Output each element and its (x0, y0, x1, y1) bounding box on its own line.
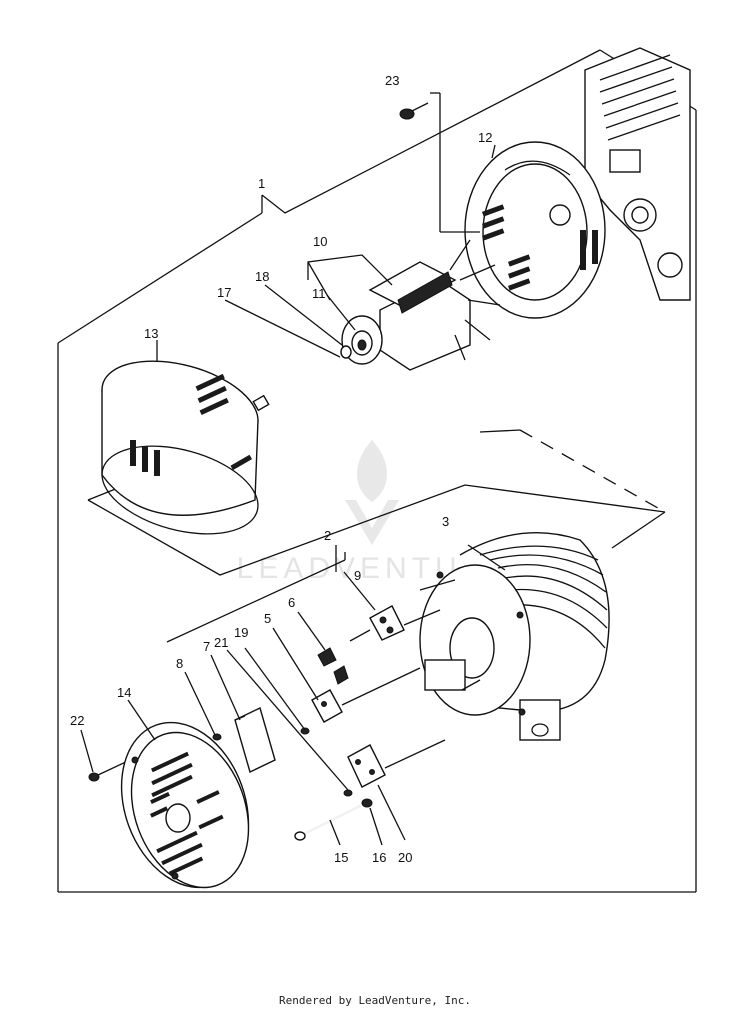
callout-18: 18 (255, 269, 269, 284)
callout-11: 11 (312, 286, 326, 301)
assembly-outline (57, 49, 697, 893)
callout-2: 2 (324, 528, 331, 543)
bolt-nut (361, 798, 373, 808)
watermark-flame-icon (357, 440, 387, 502)
rotor-assembly (341, 239, 501, 371)
stator-housing (419, 532, 610, 741)
control-box (234, 707, 276, 773)
callout-19: 19 (234, 625, 248, 640)
callout-3: 3 (442, 514, 449, 529)
engine-block (584, 47, 691, 301)
rectifier-block (349, 605, 441, 642)
callout-20: 20 (398, 850, 412, 865)
callout-23: 23 (385, 73, 399, 88)
through-bolt (252, 359, 341, 412)
callout-6: 6 (288, 595, 295, 610)
fan-housing (464, 141, 606, 319)
cover-band (101, 360, 259, 535)
callout-5: 5 (264, 611, 271, 626)
top-screw (399, 102, 429, 120)
callout-16: 16 (372, 850, 386, 865)
brush-holder (317, 647, 349, 685)
long-screw (294, 805, 361, 841)
terminal-block (311, 667, 421, 723)
callout-10: 10 (313, 234, 327, 249)
callout-22: 22 (70, 713, 84, 728)
callout-9: 9 (354, 568, 361, 583)
callout-8: 8 (176, 656, 183, 671)
washer (340, 345, 352, 359)
leader-lines (80, 144, 506, 846)
callout-14: 14 (117, 685, 131, 700)
callout-21: 21 (214, 635, 228, 650)
callouts: 1 2 3 5 6 7 8 9 10 11 12 13 14 15 16 17 … (70, 73, 492, 865)
callout-13: 13 (144, 326, 158, 341)
callout-7: 7 (203, 639, 210, 654)
callout-12: 12 (478, 130, 492, 145)
watermark-v-icon (345, 500, 399, 545)
callout-15: 15 (334, 850, 348, 865)
callout-17: 17 (217, 285, 231, 300)
end-cover (120, 721, 250, 889)
switch-block (347, 739, 446, 788)
footer-credit: Rendered by LeadVenture, Inc. (278, 994, 472, 1007)
callout-1: 1 (258, 176, 265, 191)
